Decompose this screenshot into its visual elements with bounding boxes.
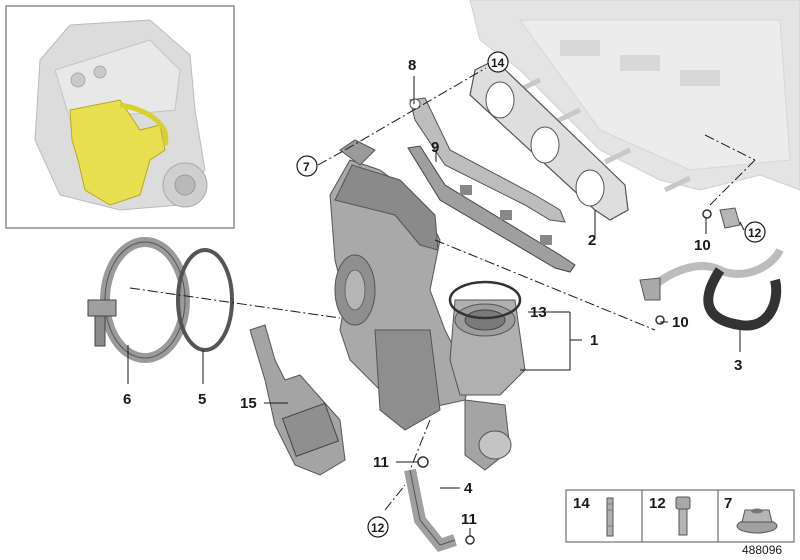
seal-ring-5 — [176, 248, 234, 352]
flange-nut-icon — [736, 508, 778, 534]
engine-inset — [5, 5, 235, 229]
callout-8: 8 — [408, 57, 416, 74]
callout-2: 2 — [588, 232, 596, 249]
diagram-id: 488096 — [742, 543, 782, 557]
callouts: 1 2 3 4 5 6 8 9 10 10 11 11 13 15 7 14 1… — [123, 51, 766, 538]
callout-15: 15 — [240, 395, 257, 412]
callout-11b: 11 — [461, 511, 477, 528]
water-pipe-4 — [404, 456, 457, 553]
callout-7: 7 — [303, 160, 310, 174]
manifold-gasket — [469, 59, 629, 221]
callout-9: 9 — [431, 139, 439, 156]
seal-ring-11b — [465, 535, 475, 545]
legend-label-7: 7 — [724, 495, 732, 512]
callout-5: 5 — [198, 391, 206, 408]
turbocharger-assembly — [329, 139, 526, 471]
v-band-clamp — [87, 237, 190, 363]
bracket-8 — [409, 97, 566, 223]
oil-return-pipe — [639, 247, 784, 331]
banjo-bolt-icon — [719, 207, 741, 229]
fastener-legend: 14 12 7 — [565, 489, 795, 543]
seal-ring-10a — [702, 209, 712, 219]
callout-4: 4 — [464, 480, 473, 497]
cylinder-head-ghost — [469, 0, 800, 193]
legend-label-14: 14 — [573, 495, 590, 512]
callout-3: 3 — [734, 357, 742, 374]
leader-lines — [127, 76, 745, 536]
seal-ring-10b — [655, 315, 665, 325]
callout-13: 13 — [530, 304, 547, 321]
callout-12b: 12 — [371, 521, 385, 535]
stud-icon — [606, 497, 614, 537]
socket-bolt-icon — [675, 496, 691, 536]
bracket-9 — [407, 145, 576, 273]
dashdot-lines — [129, 67, 756, 511]
legend-label-12: 12 — [649, 495, 666, 512]
callout-12a: 12 — [748, 226, 762, 240]
highlighted-turbo-icon — [69, 99, 166, 206]
callout-11a: 11 — [373, 454, 389, 471]
seal-ring-13 — [448, 280, 522, 320]
callout-1: 1 — [590, 332, 598, 349]
callout-10b: 10 — [672, 314, 689, 331]
callout-14: 14 — [491, 56, 505, 70]
callout-10a: 10 — [694, 237, 711, 254]
callout-6: 6 — [123, 391, 131, 408]
wastegate-actuator — [249, 324, 346, 476]
